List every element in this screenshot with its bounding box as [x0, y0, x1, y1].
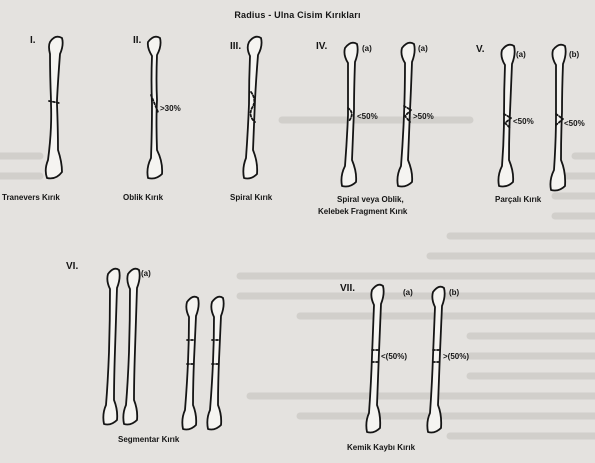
type-6-sub-a: (a) [141, 270, 151, 278]
bone-type-4a [341, 43, 357, 187]
type-4-caption-line2: Kelebek Fragment Kırık [318, 208, 407, 216]
type-6-numeral: VI. [66, 262, 78, 272]
bone-type-6-pair-left [103, 269, 139, 425]
type-2-annotation: >30% [160, 105, 181, 113]
type-3-numeral: III. [230, 42, 241, 52]
type-4-annotation-b: >50% [413, 113, 434, 121]
type-1-numeral: I. [30, 36, 36, 46]
type-4-sub-a: (a) [362, 45, 372, 53]
type-2-numeral: II. [133, 36, 141, 46]
type-7-numeral: VII. [340, 284, 355, 294]
type-7-sub-b: (b) [449, 289, 459, 297]
type-5-sub-b: (b) [569, 51, 579, 59]
type-1-caption: Tranevers Kırık [2, 194, 60, 202]
type-4-caption-line1: Spiral veya Oblik, [337, 196, 404, 204]
type-4-sub-b: (a) [418, 45, 428, 53]
type-5-annotation-a: <50% [513, 118, 534, 126]
type-7-annotation-b: >(50%) [443, 353, 469, 361]
type-7-annotation-a: <(50%) [381, 353, 407, 361]
type-6-caption: Segmentar Kırık [118, 436, 179, 444]
bone-type-3-spiral [243, 37, 261, 179]
type-4-annotation-a: <50% [357, 113, 378, 121]
type-7-caption: Kemik Kaybı Kırık [347, 444, 415, 452]
type-3-caption: Spiral Kırık [230, 194, 272, 202]
bone-type-6-pair-right [182, 297, 223, 430]
type-5-sub-a: (a) [516, 51, 526, 59]
type-5-annotation-b: <50% [564, 120, 585, 128]
bone-type-1-transverse [46, 37, 63, 179]
type-4-numeral: IV. [316, 42, 327, 52]
type-2-caption: Oblik Kırık [123, 194, 163, 202]
bone-type-5a [498, 45, 514, 187]
type-5-numeral: V. [476, 45, 485, 55]
type-5-caption: Parçalı Kırık [495, 196, 541, 204]
bone-type-5b [550, 45, 565, 191]
type-7-sub-a: (a) [403, 289, 413, 297]
